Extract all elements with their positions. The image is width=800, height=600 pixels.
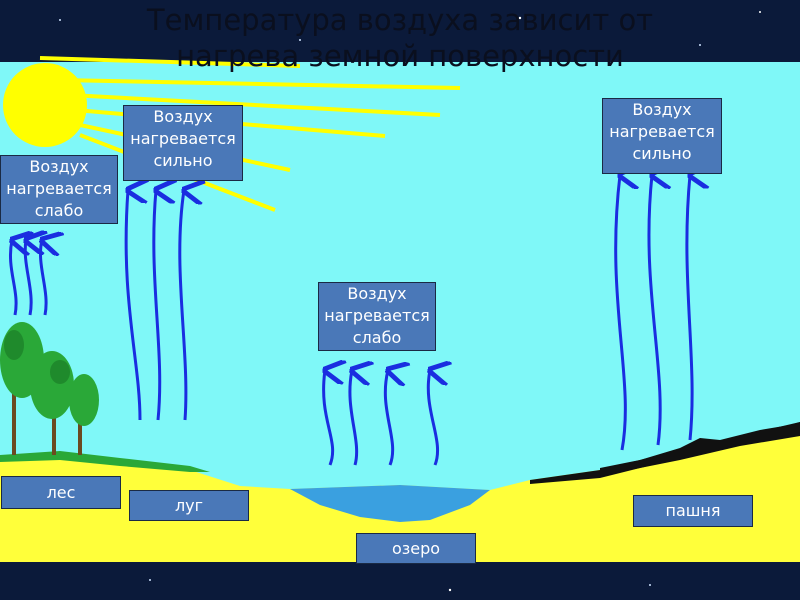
plowed-field-top xyxy=(600,422,800,476)
slide-title: Температура воздуха зависит от нагрева з… xyxy=(0,2,800,74)
air-arrows xyxy=(10,175,692,466)
sun xyxy=(3,63,87,147)
field-label: пашня xyxy=(633,495,753,527)
title-line-2: нагрева земной поверхности xyxy=(176,39,624,73)
meadow-air-box: Воздух нагревается сильно xyxy=(123,105,243,181)
field-air-line-3: сильно xyxy=(632,144,692,163)
lake-air-box: Воздух нагревается слабо xyxy=(318,282,436,351)
field-air-box: Воздух нагревается сильно xyxy=(602,98,722,174)
lake xyxy=(290,485,490,522)
meadow-air-line-2: нагревается xyxy=(130,129,236,148)
lake-label: озеро xyxy=(356,533,476,564)
lake-air-line-2: нагревается xyxy=(324,306,430,325)
lake-air-line-1: Воздух xyxy=(347,284,407,303)
meadow-air-line-3: сильно xyxy=(153,151,213,170)
meadow-label: луг xyxy=(129,490,249,521)
forest-air-line-3: слабо xyxy=(34,201,84,220)
grass-strip xyxy=(0,451,210,472)
title-line-1: Температура воздуха зависит от xyxy=(146,3,654,37)
field-air-line-2: нагревается xyxy=(609,122,715,141)
lake-air-line-3: слабо xyxy=(352,328,402,347)
field-air-line-1: Воздух xyxy=(632,100,692,119)
plowed-field xyxy=(530,422,800,484)
forest-label: лес xyxy=(1,476,121,509)
forest-trees xyxy=(0,322,99,455)
forest-air-line-1: Воздух xyxy=(29,157,89,176)
forest-air-line-2: нагревается xyxy=(6,179,112,198)
meadow-air-line-1: Воздух xyxy=(153,107,213,126)
forest-air-box: Воздух нагревается слабо xyxy=(0,155,118,224)
